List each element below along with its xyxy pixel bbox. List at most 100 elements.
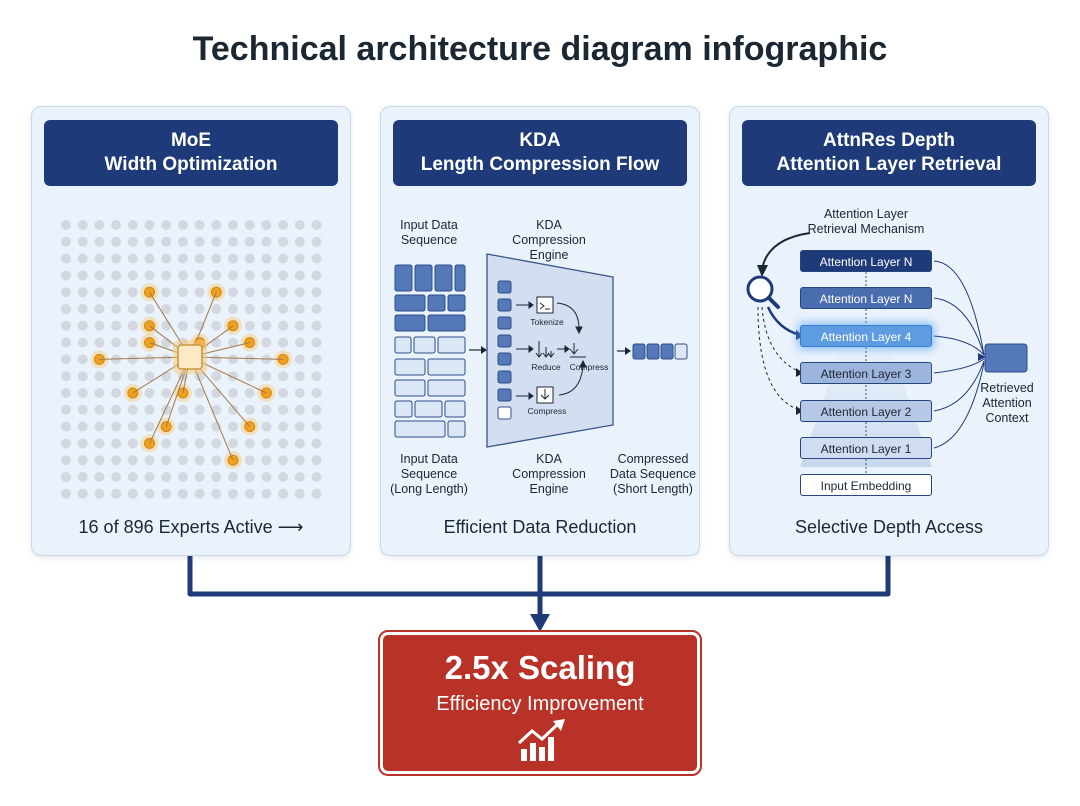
moe-header-line1: MoE (170, 130, 212, 151)
expert-dot-active (227, 320, 239, 332)
expert-dot (61, 421, 71, 432)
expert-dot (244, 270, 255, 281)
expert-dot (161, 371, 172, 382)
expert-dot (211, 404, 222, 415)
expert-dot (228, 337, 238, 348)
expert-dot (111, 488, 122, 499)
expert-dot (211, 304, 222, 314)
expert-dot (161, 354, 172, 365)
expert-dot (211, 488, 222, 499)
expert-dot (228, 354, 238, 365)
expert-dot (311, 371, 322, 382)
expert-dot (144, 404, 155, 415)
expert-dot (77, 438, 88, 449)
expert-dot (194, 270, 205, 281)
expert-dot (211, 220, 222, 230)
expert-dot (144, 253, 155, 264)
magnifier-icon (746, 275, 780, 309)
expert-dot (111, 236, 122, 247)
expert-dot (94, 421, 105, 432)
expert-dot (94, 287, 105, 298)
expert-dot (311, 388, 322, 398)
expert-dot (261, 304, 272, 314)
retrieved-context-box (984, 343, 1028, 373)
compress-icon (516, 359, 587, 404)
expert-dot (228, 438, 238, 449)
expert-dot (294, 220, 305, 230)
expert-dot (228, 488, 238, 499)
expert-dot (294, 270, 305, 281)
expert-dot (61, 354, 71, 365)
expert-dot (61, 337, 71, 348)
expert-dot (111, 337, 122, 348)
expert-dot (278, 320, 289, 331)
expert-dot (261, 421, 272, 432)
expert-dot (194, 455, 205, 466)
expert-dot (61, 371, 71, 382)
expert-dot (94, 304, 105, 314)
expert-dot (61, 287, 71, 298)
layer-n-top: Attention Layer N (800, 250, 932, 272)
expert-dot (311, 421, 322, 432)
expert-dot (228, 287, 238, 298)
expert-dot (228, 304, 238, 314)
expert-dot (294, 337, 305, 348)
kda-header: KDA Length Compression Flow (393, 120, 687, 186)
expert-dot (161, 236, 172, 247)
expert-dot (111, 404, 122, 415)
expert-dot (244, 404, 255, 415)
layer-1: Attention Layer 1 (800, 437, 932, 459)
expert-dot (127, 320, 138, 331)
expert-dot (177, 270, 188, 281)
expert-dot (77, 287, 88, 298)
moe-card: MoE Width Optimization 16 of 896 Experts… (31, 106, 351, 556)
expert-dot (311, 455, 322, 466)
expert-dot (194, 236, 205, 247)
expert-dot (244, 220, 255, 230)
expert-dot (61, 270, 71, 281)
expert-dot (127, 488, 138, 499)
expert-dot (77, 488, 88, 499)
expert-dot (261, 270, 272, 281)
attnres-card: AttnRes Depth Attention Layer Retrieval … (729, 106, 1049, 556)
expert-dot (311, 270, 322, 281)
expert-dot (127, 421, 138, 432)
chart-growth-icon (517, 719, 565, 761)
expert-dot (94, 236, 105, 247)
expert-dot (111, 472, 122, 482)
expert-dot (244, 455, 255, 466)
expert-dot (261, 337, 272, 348)
expert-dot (261, 455, 272, 466)
expert-dot (127, 337, 138, 348)
expert-dot (77, 320, 88, 331)
expert-dot (144, 236, 155, 247)
expert-dot (211, 438, 222, 449)
moe-header-line2: Width Optimization (104, 154, 278, 175)
expert-dot (194, 421, 205, 432)
kda-header-line1: KDA (519, 130, 561, 151)
expert-dot (77, 253, 88, 264)
expert-lines (99, 291, 284, 461)
expert-dot (261, 320, 272, 331)
expert-dot (77, 388, 88, 398)
expert-dot (228, 236, 238, 247)
expert-dot (311, 287, 322, 298)
expert-dot (77, 220, 88, 230)
expert-dot (94, 488, 105, 499)
expert-dot (77, 404, 88, 415)
expert-dot (111, 421, 122, 432)
expert-dot (311, 304, 322, 314)
page-title: Technical architecture diagram infograph… (192, 30, 888, 68)
expert-dot (111, 320, 122, 331)
expert-dot (161, 220, 172, 230)
expert-dot (244, 388, 255, 398)
expert-dot (244, 320, 255, 331)
expert-dot (111, 438, 122, 449)
input-embedding: Input Embedding (800, 474, 932, 496)
expert-dot (127, 304, 138, 314)
expert-dot (194, 388, 205, 398)
